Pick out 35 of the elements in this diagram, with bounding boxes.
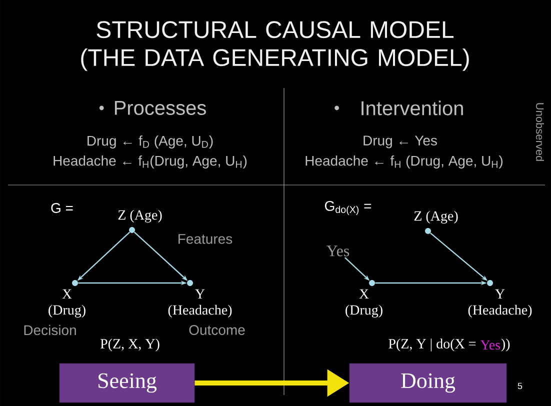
annotation: Outcome xyxy=(189,325,245,335)
node-label: Y xyxy=(195,289,205,299)
node-label: X xyxy=(62,289,72,299)
graph-node: Y (Headache) xyxy=(468,280,532,318)
node-label: Z (Age) xyxy=(414,210,458,224)
annotation: Decision xyxy=(24,324,76,336)
equation: Headache ← f$_{H}$(Drug, Age, U$_{H}$) xyxy=(54,155,247,168)
node-label: (Headache) xyxy=(168,304,232,318)
node-label: Z (Age) xyxy=(118,210,162,223)
label-box: Seeing xyxy=(59,363,195,403)
graph-node: Z (Age) xyxy=(414,210,458,234)
graph-title: G$_{do(X)}$ = xyxy=(325,201,372,215)
vertical-note: Unobserved xyxy=(536,103,544,161)
equation: Drug ← Yes xyxy=(364,136,437,148)
equation: Headache ← f$_{H}$ (Drug, Age, U$_{H}$) xyxy=(306,155,503,168)
equation: Drug ← f$_{D}$ (Age, U$_{D}$) xyxy=(88,135,213,148)
formula-text: Yes xyxy=(480,340,500,350)
node-label: (Drug) xyxy=(346,304,382,318)
node-label: Y xyxy=(495,289,505,299)
graph-node: X (Drug) xyxy=(346,280,382,318)
slide-title: STRUCTURAL CAUSAL MODEL (THE DATA GENERATING MODEL) xyxy=(81,21,469,71)
intervention-label: Yes xyxy=(326,246,350,256)
node-label: X xyxy=(359,289,369,299)
graph-node: Y (Headache) xyxy=(168,280,232,318)
annotation: Features xyxy=(178,234,232,244)
formula-text: )) xyxy=(501,338,510,352)
node-label: (Headache) xyxy=(468,304,532,318)
page-number: 5 xyxy=(518,382,522,390)
node-label: (Drug) xyxy=(48,304,86,318)
graph-node: Z (Age) xyxy=(118,210,162,233)
graph-title: G = xyxy=(51,203,73,213)
graph-node: X (Drug) xyxy=(48,280,86,318)
label-box: Doing xyxy=(349,363,507,403)
heading: Intervention xyxy=(362,100,463,116)
heading: Processes xyxy=(114,101,206,115)
